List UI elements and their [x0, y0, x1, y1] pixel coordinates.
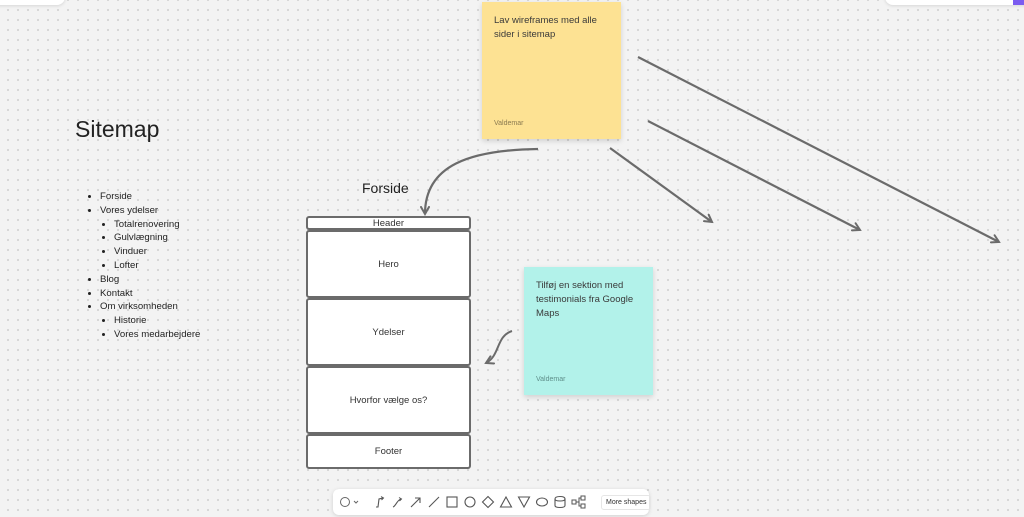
sticky-note-author: Valdemar	[536, 376, 566, 383]
share-button[interactable]	[1013, 0, 1024, 5]
sitemap-item: Forside	[100, 190, 200, 204]
diamond-icon[interactable]	[481, 494, 495, 510]
sticky-note-cyan[interactable]: Tilføj en sektion med testimonials fra G…	[524, 267, 653, 395]
ellipse-icon[interactable]	[535, 494, 549, 510]
rectangle-icon[interactable]	[445, 494, 459, 510]
wireframe-section-hero[interactable]: Hero	[306, 230, 471, 298]
circle-dropdown-icon[interactable]	[339, 494, 361, 510]
sitemap-subitem: Historie	[114, 314, 200, 328]
elbow-connector-icon[interactable]	[373, 494, 387, 510]
sitemap-item: Vores ydelser Totalrenovering Gulvlægnin…	[100, 204, 200, 273]
sitemap-title[interactable]: Sitemap	[75, 116, 160, 142]
wireframe-section-hvorfor[interactable]: Hvorfor vælge os?	[306, 366, 471, 434]
sitemap-list[interactable]: Forside Vores ydelser Totalrenovering Gu…	[86, 190, 200, 342]
connector-arrow[interactable]	[647, 120, 860, 230]
triangle-icon[interactable]	[499, 494, 513, 510]
sitemap-item: Blog	[100, 273, 200, 287]
sitemap-item: Kontakt	[100, 287, 200, 301]
sticky-note-text: Tilføj en sektion med testimonials fra G…	[536, 280, 634, 319]
sitemap-subitem: Totalrenovering	[114, 218, 200, 232]
wireframe-section-ydelser[interactable]: Ydelser	[306, 298, 471, 366]
curved-arrow-icon[interactable]	[391, 494, 405, 510]
more-shapes-button[interactable]: More shapes	[601, 494, 652, 510]
cylinder-icon[interactable]	[553, 494, 567, 510]
sticky-note-yellow[interactable]: Lav wireframes med alle sider i sitemap …	[482, 2, 621, 139]
org-chart-icon[interactable]	[571, 494, 587, 510]
connector-arrow[interactable]	[637, 56, 999, 242]
wireframe-title[interactable]: Forside	[362, 180, 409, 196]
top-left-panel[interactable]	[0, 0, 65, 5]
inverted-triangle-icon[interactable]	[517, 494, 531, 510]
sitemap-subitem: Vinduer	[114, 245, 200, 259]
connector-arrow[interactable]	[486, 330, 513, 363]
wireframe-section-header[interactable]: Header	[306, 216, 471, 230]
sitemap-subitem: Vores medarbejdere	[114, 328, 200, 342]
shapes-toolbar: More shapes	[333, 489, 652, 515]
sitemap-subitem: Lofter	[114, 259, 200, 273]
connector-arrow[interactable]	[425, 147, 539, 214]
connector-arrow[interactable]	[609, 147, 712, 222]
line-icon[interactable]	[427, 494, 441, 510]
sitemap-item-label: Vores ydelser	[100, 204, 159, 216]
top-right-panel[interactable]	[885, 0, 1024, 5]
sitemap-item: Om virksomheden Historie Vores medarbejd…	[100, 300, 200, 341]
circle-icon[interactable]	[463, 494, 477, 510]
arrow-icon[interactable]	[409, 494, 423, 510]
sticky-note-author: Valdemar	[494, 120, 524, 127]
sticky-note-text: Lav wireframes med alle sider i sitemap	[494, 15, 597, 40]
sitemap-subitem: Gulvlægning	[114, 231, 200, 245]
wireframe-section-footer[interactable]: Footer	[306, 434, 471, 469]
sitemap-item-label: Om virksomheden	[100, 301, 178, 313]
